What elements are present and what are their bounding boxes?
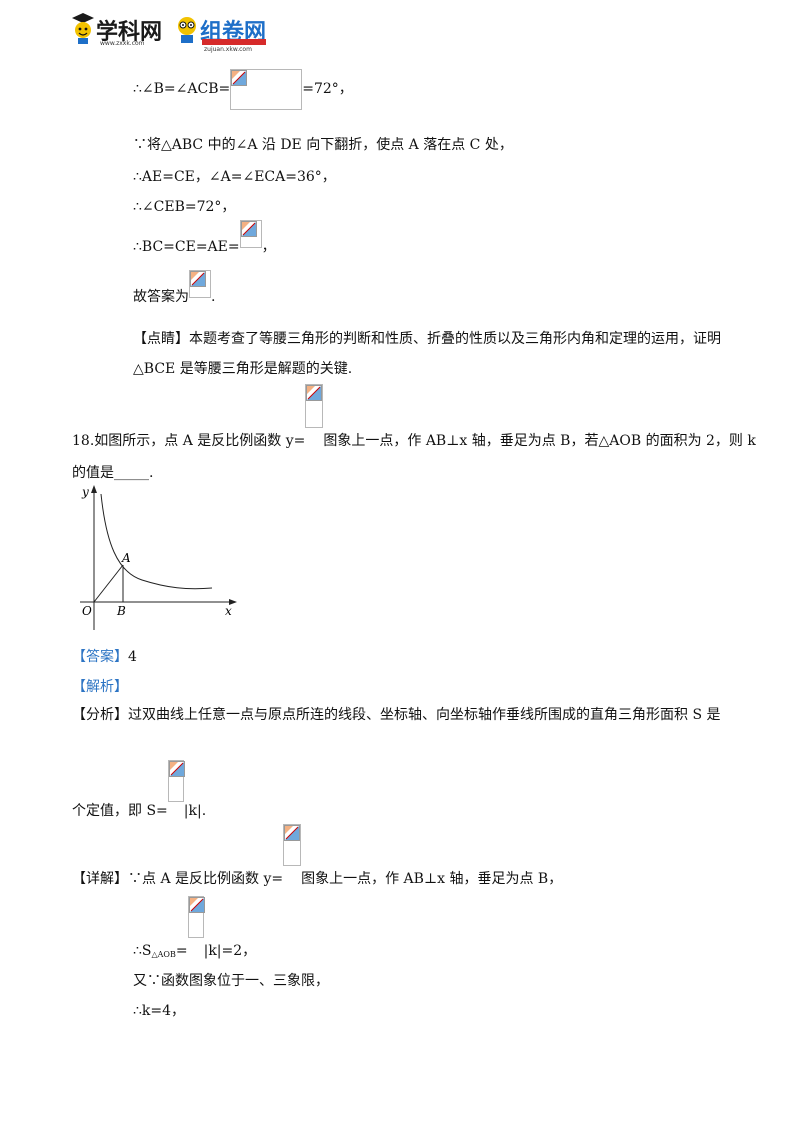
k-result-line: ∴k=4， — [133, 1003, 186, 1019]
x-axis-arrow-icon — [229, 599, 237, 605]
origin-label: O — [82, 604, 92, 618]
formula-image-placeholder — [239, 220, 262, 248]
dianjing-tag: 【点睛】 — [133, 331, 189, 347]
segment-oa — [93, 564, 124, 603]
formula-image-placeholder — [189, 270, 211, 298]
jiexi-tag: 【解析】 — [72, 679, 128, 695]
answer-value: 4 — [128, 649, 137, 665]
broken-image-icon — [306, 385, 323, 401]
broken-image-icon — [190, 271, 206, 287]
xiangjie-line1: 【详解】∵点 A 是反比例函数 y= 图象上一点，作 AB⊥x 轴，垂足为点 B… — [72, 824, 562, 887]
sol17-line2: ∵将△ABC 中的∠A 沿 DE 向下翻折，使点 A 落在点 C 处， — [133, 137, 513, 153]
s-aob-line: ∴S△AOB= |k|=2， — [133, 896, 256, 959]
hyperbola-curve — [100, 493, 213, 590]
answer-line: 【答案】4 — [72, 646, 137, 666]
dianjing-line1: 【点睛】本题考查了等腰三角形的判断和性质、折叠的性质以及三角形内角和定理的运用，… — [133, 331, 721, 347]
fenxi-tag: 【分析】 — [72, 707, 128, 723]
logo2-url: zujuan.xkw.com — [204, 46, 252, 53]
fenxi-line2: 个定值，即 S= |k|. — [72, 760, 206, 819]
sol17-line5: ∴BC=CE=AE= ， — [133, 220, 276, 255]
logo2-icon — [178, 17, 196, 43]
y-label: y — [81, 485, 89, 499]
x-label: x — [225, 604, 232, 618]
fenxi-line1: 【分析】过双曲线上任意一点与原点所连的线段、坐标轴、向坐标轴作垂线所围成的直角三… — [72, 707, 721, 723]
sol17-line4: ∴∠CEB=72°， — [133, 199, 236, 215]
broken-image-icon — [168, 761, 185, 777]
formula-image-placeholder — [305, 384, 324, 428]
formula-image-placeholder — [187, 896, 205, 938]
answer-tag: 【答案】 — [72, 649, 128, 665]
broken-image-icon — [284, 825, 301, 841]
you-line: 又∵函数图象位于一、三象限， — [133, 973, 329, 989]
point-b-label: B — [116, 604, 126, 618]
broken-image-icon — [231, 70, 248, 86]
formula-image-placeholder — [283, 824, 302, 866]
broken-image-icon — [240, 221, 257, 237]
sol17-line1: ∴∠B=∠ACB= =72°， — [133, 60, 353, 110]
sol17-line3: ∴AE=CE，∠A=∠ECA=36°， — [133, 169, 336, 185]
hyperbola-figure: y x O A B — [80, 485, 237, 630]
question18-line1: 18.如图所示，点 A 是反比例函数 y= 图象上一点，作 AB⊥x 轴，垂足为… — [72, 384, 756, 449]
question18-line2: 的值是_____. — [72, 465, 154, 481]
formula-image-placeholder — [230, 69, 303, 110]
logo1-icon — [72, 13, 94, 44]
xiangjie-tag: 【详解】 — [72, 871, 128, 887]
logo1-text: 学科网 — [96, 20, 163, 45]
formula-image-placeholder — [167, 760, 185, 802]
logo1-url: www.zxxk.com — [100, 40, 145, 47]
y-axis-arrow-icon — [91, 485, 97, 493]
broken-image-icon — [188, 897, 205, 913]
sol17-line6: 故答案为 . — [133, 270, 215, 305]
dianjing-line2: △BCE 是等腰三角形是解题的关键. — [133, 361, 353, 377]
logo2-redbar — [202, 39, 266, 45]
point-a-label: A — [121, 551, 131, 565]
